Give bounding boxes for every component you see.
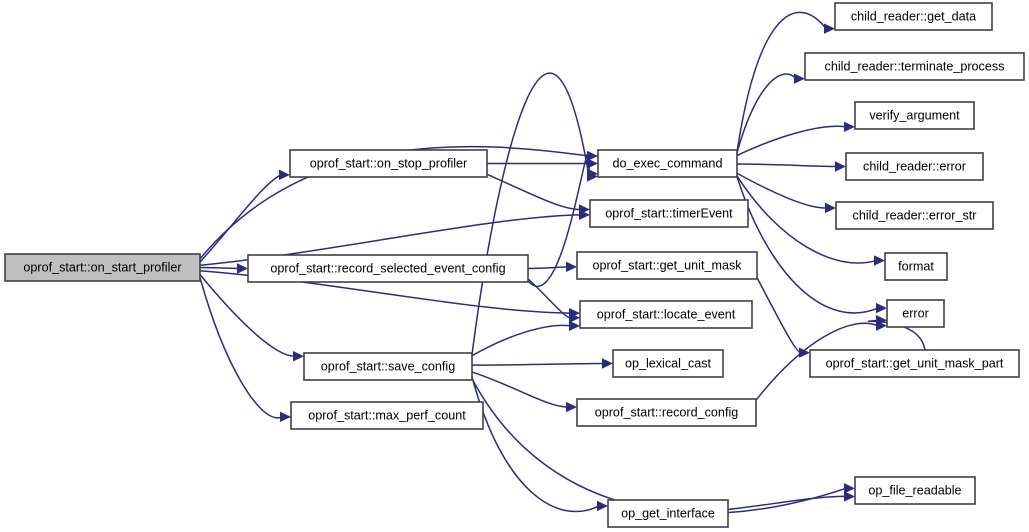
call-edge [199,174,282,263]
nodes-layer: oprof_start::on_start_profileroprof_star… [4,2,1025,528]
node-box[interactable] [612,349,724,378]
arrowhead-icon [602,358,613,369]
arrowhead-icon [835,161,846,172]
graph-node-on_start_profiler[interactable]: oprof_start::on_start_profiler [4,253,201,282]
graph-node-child_reader_error[interactable]: child_reader::error [845,152,984,181]
graph-node-get_data[interactable]: child_reader::get_data [834,2,993,31]
arrowhead-icon [569,312,580,323]
call-edge [527,151,591,287]
node-box[interactable] [854,101,975,130]
graph-node-error[interactable]: error [886,299,945,328]
node-box[interactable] [597,149,738,178]
graph-node-get_unit_mask[interactable]: oprof_start::get_unit_mask [576,251,758,280]
graph-node-on_stop_profiler[interactable]: oprof_start::on_stop_profiler [289,149,488,178]
arrowhead-icon [876,320,887,331]
node-box[interactable] [804,52,1025,81]
node-box[interactable] [886,299,945,328]
call-edge [471,324,572,357]
node-box[interactable] [845,152,984,181]
call-edge [736,125,847,157]
node-box[interactable] [576,251,758,280]
arrowhead-icon [569,320,580,332]
call-edge [471,371,569,408]
call-edge [755,322,879,401]
graph-node-record_selected_event_config[interactable]: oprof_start::record_selected_event_confi… [247,254,529,283]
call-edge [199,277,283,419]
arrowhead-icon [293,351,304,362]
arrowhead-icon [237,263,248,274]
graph-node-timerEvent[interactable]: oprof_start::timerEvent [589,199,749,228]
node-box[interactable] [854,476,976,505]
call-edge [471,362,605,366]
node-box[interactable] [809,349,1020,378]
arrowhead-icon [825,202,836,214]
graph-node-max_perf_count[interactable]: oprof_start::max_perf_count [290,401,484,430]
call-edge [868,319,926,351]
call-edge [736,175,877,264]
call-edge [736,176,879,314]
arrowhead-icon [794,73,805,84]
arrowhead-icon [579,204,590,215]
graph-node-op_get_interface[interactable]: op_get_interface [607,499,729,528]
graph-node-verify_argument[interactable]: verify_argument [854,101,975,130]
call-edge [199,266,240,270]
call-edge [727,495,847,511]
node-box[interactable] [835,201,994,230]
graph-node-locate_event[interactable]: oprof_start::locate_event [579,300,753,329]
arrowhead-icon [566,401,577,413]
graph-node-save_config[interactable]: oprof_start::save_config [303,352,473,381]
graph-node-do_exec_command[interactable]: do_exec_command [597,149,738,178]
call-edge [471,376,600,513]
arrowhead-icon [876,302,887,314]
arrowhead-icon [844,491,855,502]
graph-node-child_reader_error_str[interactable]: child_reader::error_str [835,201,994,230]
call-edge [736,11,827,153]
call-edge [736,73,797,153]
arrowhead-icon [587,171,598,182]
call-edge [736,163,838,168]
graph-node-format[interactable]: format [884,252,948,281]
call-edge [486,173,582,211]
node-box[interactable] [289,149,488,178]
node-box[interactable] [579,300,753,329]
node-box[interactable] [607,499,729,528]
node-box[interactable] [247,254,529,283]
arrowhead-icon [566,261,577,273]
graph-node-op_file_readable[interactable]: op_file_readable [854,476,976,505]
node-box[interactable] [589,199,749,228]
node-box[interactable] [576,398,757,427]
node-box[interactable] [290,401,484,430]
node-box[interactable] [303,352,473,381]
call-edge [736,172,828,209]
graph-node-terminate_process[interactable]: child_reader::terminate_process [804,52,1025,81]
graph-node-get_unit_mask_part[interactable]: oprof_start::get_unit_mask_part [809,349,1020,378]
call-edge [199,274,296,357]
arrowhead-icon [824,23,835,34]
graph-node-op_lexical_cast[interactable]: op_lexical_cast [612,349,724,378]
node-box[interactable] [884,252,948,281]
arrowhead-icon [279,169,290,181]
arrowhead-icon [597,500,608,512]
arrowhead-icon [844,121,855,133]
arrowhead-icon [874,255,885,266]
graph-node-record_config[interactable]: oprof_start::record_config [576,398,757,427]
arrowhead-icon [844,483,855,494]
arrowhead-icon [799,347,810,358]
arrowhead-icon [280,411,291,423]
node-box-root[interactable] [4,253,201,282]
node-box[interactable] [834,2,993,31]
edges-layer [199,11,926,515]
call-edge [527,266,569,270]
call-edge [756,277,802,354]
